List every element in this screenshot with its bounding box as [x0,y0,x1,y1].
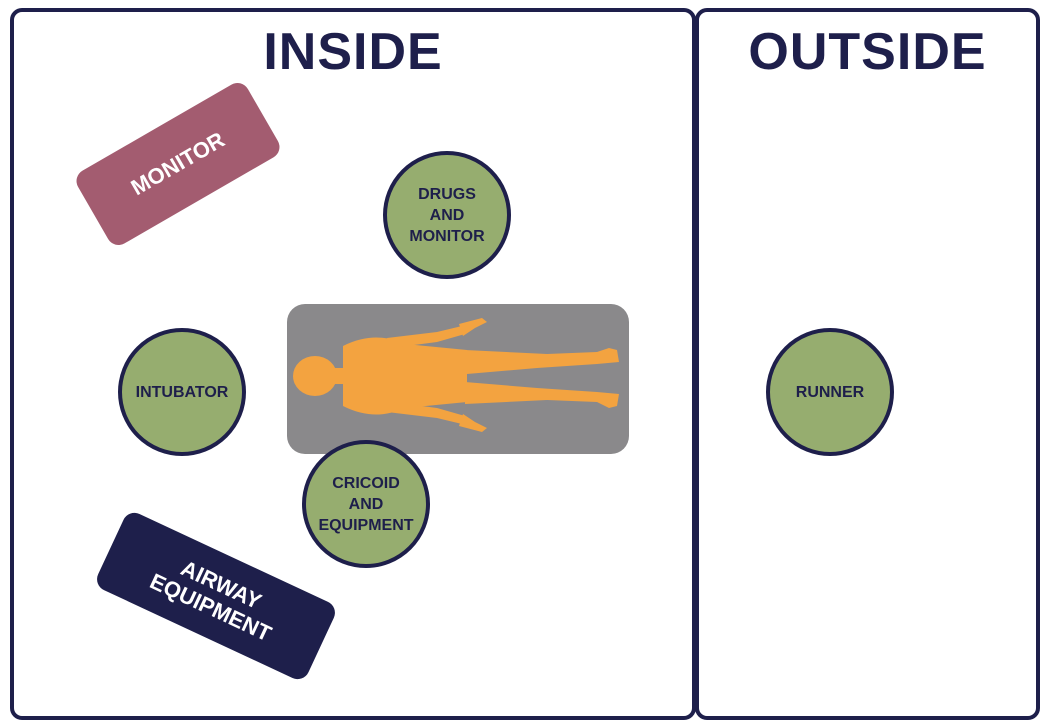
patient-figure-icon [293,318,619,432]
outside-title: OUTSIDE [748,23,987,81]
role-runner: RUNNER [766,328,894,456]
role-cricoid-and-equipment: CRICOID AND EQUIPMENT [302,440,430,568]
role-drugs-and-monitor: DRUGS AND MONITOR [383,151,511,279]
role-intubator: INTUBATOR [118,328,246,456]
inside-title: INSIDE [263,23,443,81]
patient-bed [287,304,629,454]
